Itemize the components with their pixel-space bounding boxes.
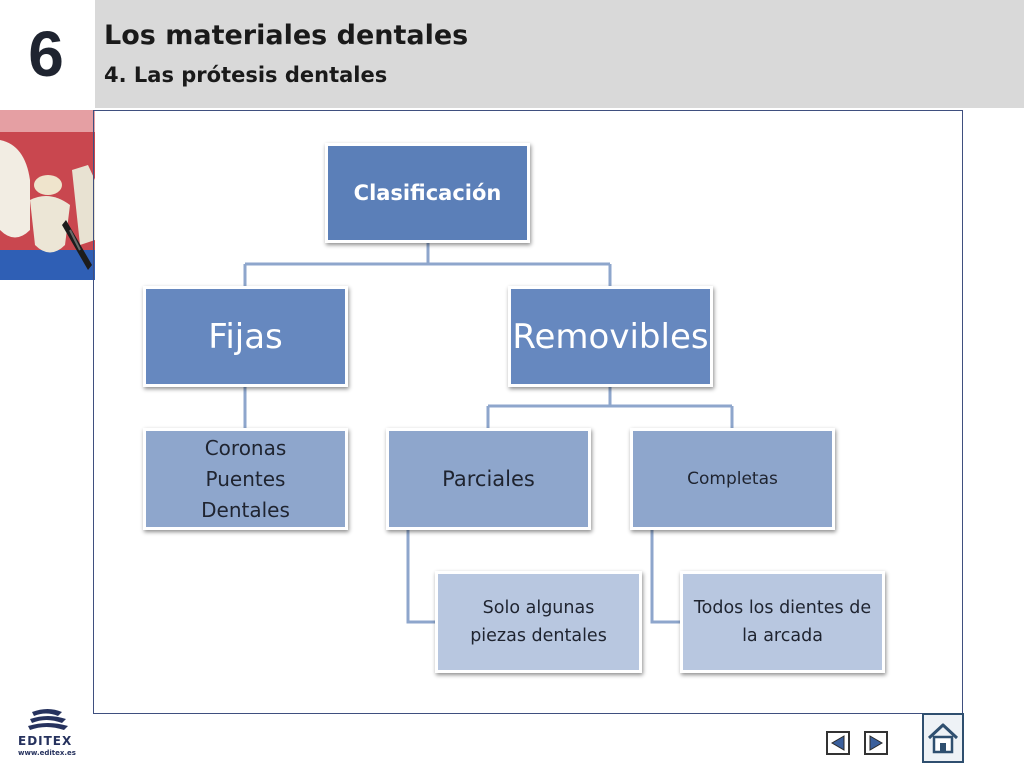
triangle-right-icon	[869, 735, 883, 751]
fijas-item-puentes: Puentes	[205, 466, 286, 491]
node-fijas-label: Fijas	[208, 316, 283, 357]
node-fijas: Fijas	[143, 286, 348, 387]
dental-photo	[0, 110, 95, 280]
node-fijas-detail: Coronas Puentes Dentales	[143, 428, 348, 530]
fijas-item-coronas: Coronas	[204, 435, 287, 460]
node-completas: Completas	[630, 428, 835, 530]
triangle-left-icon	[831, 735, 845, 751]
completas-detail-line-2: la arcada	[742, 626, 823, 646]
home-button[interactable]	[922, 713, 964, 763]
node-completas-label: Completas	[687, 469, 778, 489]
chapter-number: 6	[28, 18, 64, 90]
editex-logo	[18, 708, 78, 758]
fijas-item-dentales: Dentales	[201, 497, 290, 522]
node-clasificacion: Clasificación	[325, 143, 530, 243]
next-button[interactable]	[864, 731, 888, 755]
page-title: Los materiales dentales	[104, 20, 469, 51]
parciales-detail-line-1: Solo algunas	[482, 598, 595, 618]
completas-detail-line-1: Todos los dientes de	[693, 598, 872, 618]
brand-name: EDITEX	[18, 734, 73, 748]
node-parciales: Parciales	[386, 428, 591, 530]
brand-url: www.editex.es	[18, 749, 76, 757]
node-parciales-label: Parciales	[442, 467, 535, 491]
node-clasificacion-label: Clasificación	[353, 181, 502, 205]
node-parciales-detail: Solo algunas piezas dentales	[435, 571, 642, 673]
content-frame	[93, 110, 963, 714]
page-subtitle: 4. Las prótesis dentales	[104, 63, 388, 87]
prev-button[interactable]	[826, 731, 850, 755]
header-bar	[95, 0, 1024, 108]
house-icon	[927, 723, 959, 754]
node-completas-detail: Todos los dientes de la arcada	[680, 571, 885, 673]
node-removibles-label: Removibles	[512, 316, 709, 357]
parciales-detail-line-2: piezas dentales	[470, 626, 607, 646]
node-removibles: Removibles	[508, 286, 713, 387]
